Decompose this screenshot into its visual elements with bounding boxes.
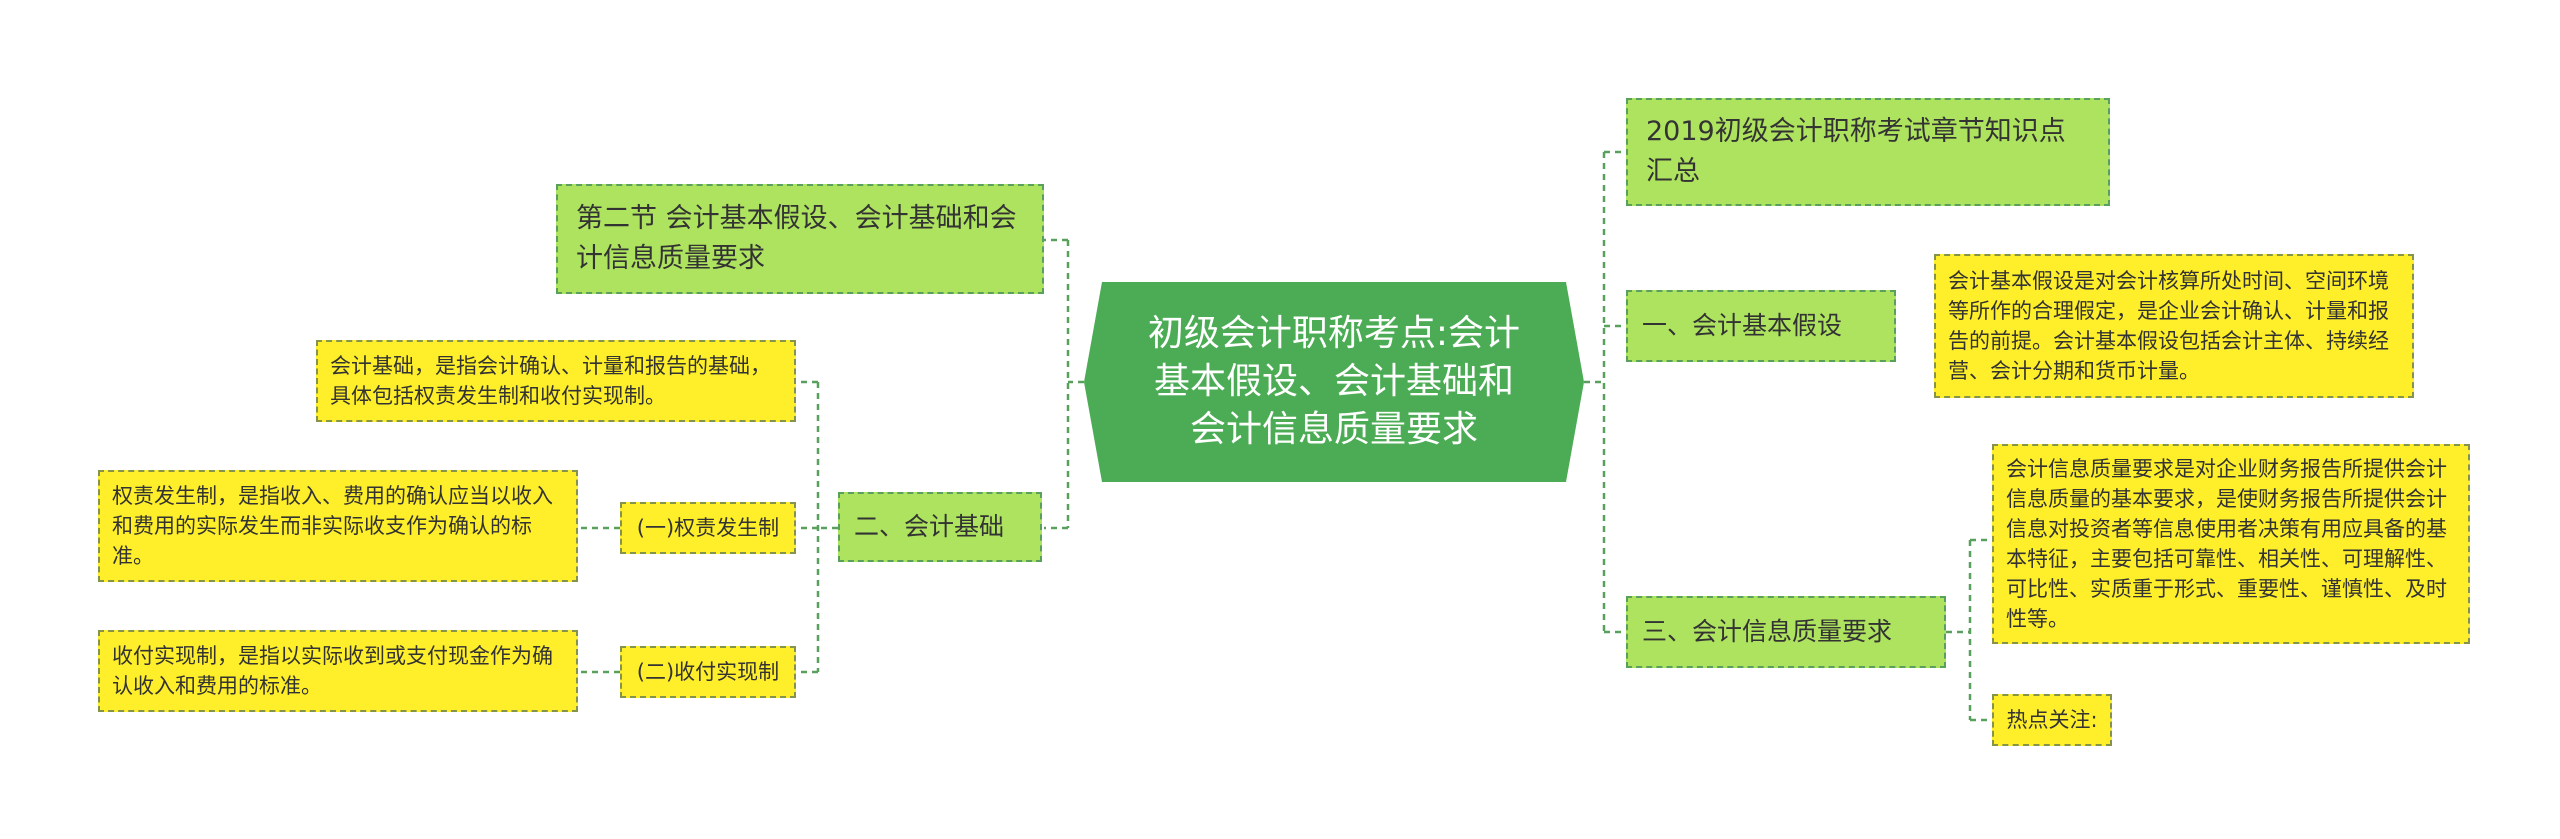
basis-label: 二、会计基础 (854, 512, 1005, 541)
assumptions-note-text: 会计基本假设是对会计核算所处时间、空间环境等所作的合理假定，是企业会计确认、计量… (1948, 269, 2389, 383)
summary-node[interactable]: 2019初级会计职称考试章节知识点汇总 (1626, 98, 2110, 206)
root-hexagon-shape (1084, 282, 1584, 482)
connector-root-right (1584, 150, 1626, 634)
accrual-node[interactable]: (一)权责发生制 (620, 502, 796, 554)
connector-basis-children (796, 380, 838, 674)
root-topic[interactable]: 初级会计职称考点:会计基本假设、会计基础和会计信息质量要求 (1084, 282, 1584, 482)
basis-definition-node[interactable]: 会计基础，是指会计确认、计量和报告的基础，具体包括权责发生制和收付实现制。 (316, 340, 796, 422)
basis-definition-text: 会计基础，是指会计确认、计量和报告的基础，具体包括权责发生制和收付实现制。 (330, 354, 771, 408)
cash-note-text: 收付实现制，是指以实际收到或支付现金作为确认收入和费用的标准。 (112, 644, 553, 698)
summary-label: 2019初级会计职称考试章节知识点汇总 (1646, 116, 2066, 187)
section-title-label: 第二节 会计基本假设、会计基础和会计信息质量要求 (576, 203, 1017, 274)
connector-quality-children (1946, 538, 1992, 722)
accrual-note-text: 权责发生制，是指收入、费用的确认应当以收入和费用的实际发生而非实际收支作为确认的… (112, 484, 553, 568)
accrual-label: (一)权责发生制 (636, 516, 780, 540)
hot-topics-node[interactable]: 热点关注: (1992, 694, 2112, 746)
quality-note-node[interactable]: 会计信息质量要求是对企业财务报告所提供会计信息质量的基本要求，是使财务报告所提供… (1992, 444, 2470, 644)
section-title-node[interactable]: 第二节 会计基本假设、会计基础和会计信息质量要求 (556, 184, 1044, 294)
connector-root-left (1044, 238, 1084, 530)
hot-topics-label: 热点关注: (2006, 708, 2098, 732)
quality-note-text: 会计信息质量要求是对企业财务报告所提供会计信息质量的基本要求，是使财务报告所提供… (2006, 457, 2447, 631)
cash-node[interactable]: (二)收付实现制 (620, 646, 796, 698)
root-topic-label: 初级会计职称考点:会计基本假设、会计基础和会计信息质量要求 (1147, 313, 1521, 450)
assumptions-label: 一、会计基本假设 (1642, 311, 1843, 340)
basis-node[interactable]: 二、会计基础 (838, 492, 1042, 562)
cash-label: (二)收付实现制 (636, 660, 780, 684)
cash-note-node[interactable]: 收付实现制，是指以实际收到或支付现金作为确认收入和费用的标准。 (98, 630, 578, 712)
assumptions-node[interactable]: 一、会计基本假设 (1626, 290, 1896, 362)
accrual-note-node[interactable]: 权责发生制，是指收入、费用的确认应当以收入和费用的实际发生而非实际收支作为确认的… (98, 470, 578, 582)
assumptions-note-node[interactable]: 会计基本假设是对会计核算所处时间、空间环境等所作的合理假定，是企业会计确认、计量… (1934, 254, 2414, 398)
quality-label: 三、会计信息质量要求 (1642, 617, 1893, 646)
quality-node[interactable]: 三、会计信息质量要求 (1626, 596, 1946, 668)
